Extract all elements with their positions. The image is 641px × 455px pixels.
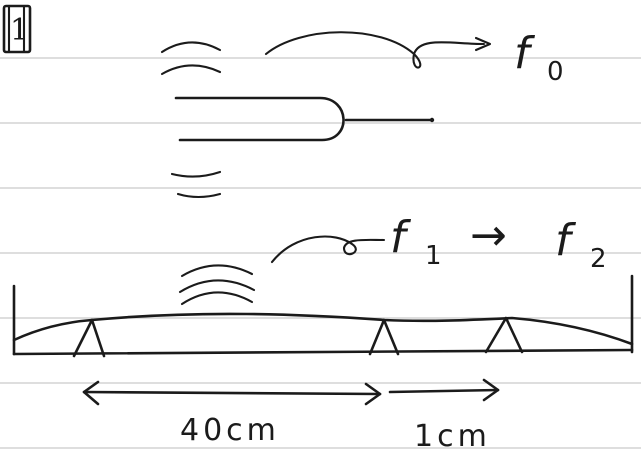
- fork-leader-line: [264, 31, 492, 69]
- wire-frequency-initial-symbol: f: [390, 212, 412, 263]
- bridge-middle: [368, 318, 400, 356]
- stretched-wire: [12, 312, 634, 346]
- wire-frequency-label: f 1 → f 2: [390, 210, 607, 274]
- section-number: 1: [10, 13, 29, 48]
- wire-frequency-initial-subscript: 1: [425, 241, 442, 271]
- notebook-ruled-lines: [0, 57, 641, 449]
- tuning-fork-icon: [174, 96, 435, 142]
- fork-sound-waves-icon: [160, 41, 222, 199]
- section-number-box: 1: [2, 4, 32, 54]
- wire-frequency-final-symbol: f: [555, 215, 577, 266]
- frequency-change-arrow: →: [470, 210, 507, 261]
- measurement-arrow-40cm: [82, 380, 382, 406]
- fork-frequency-symbol: f: [514, 28, 536, 79]
- bridge-right: [484, 316, 524, 354]
- bridge-left: [72, 318, 106, 358]
- fork-frequency-subscript: 0: [547, 57, 564, 87]
- measurement-label-40cm: 40cm: [180, 413, 280, 448]
- measurement-label-1cm: 1cm: [414, 419, 491, 454]
- wire-frequency-final-subscript: 2: [590, 244, 607, 274]
- wire-vibration-arcs-icon: [178, 264, 256, 306]
- measurement-arrow-1cm: [388, 378, 500, 402]
- wire-leader-line: [270, 235, 386, 264]
- sonometer-board: [12, 274, 634, 356]
